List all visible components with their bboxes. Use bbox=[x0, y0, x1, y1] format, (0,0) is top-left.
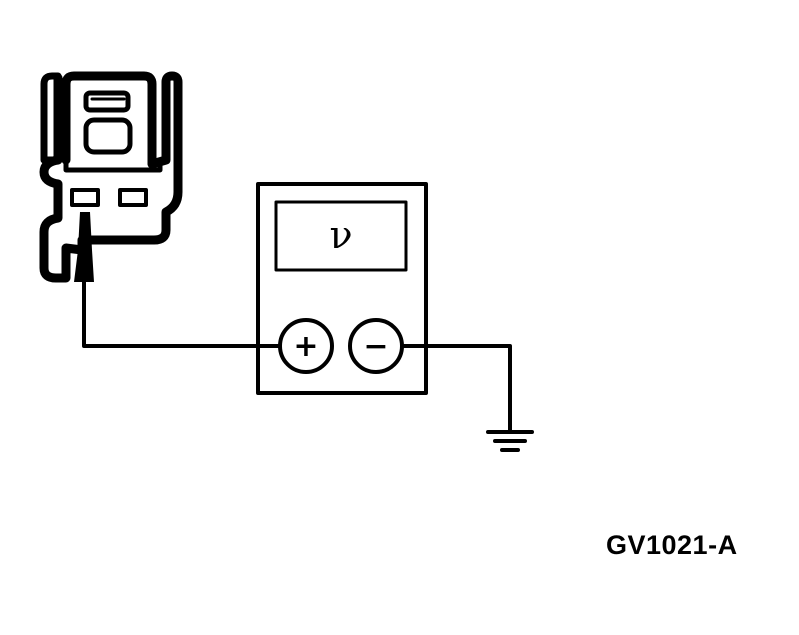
figure-id: GV1021-A bbox=[606, 530, 738, 560]
voltmeter-display-symbol: ν bbox=[329, 213, 352, 257]
negative-terminal-label: − bbox=[363, 329, 388, 364]
positive-terminal-label: + bbox=[293, 329, 318, 364]
voltmeter-body bbox=[256, 182, 428, 395]
positive-terminal bbox=[278, 318, 334, 374]
ground-icon bbox=[486, 430, 534, 452]
electrical-connector bbox=[39, 71, 183, 283]
positive-test-lead bbox=[82, 280, 282, 348]
voltmeter: ν + − bbox=[256, 182, 428, 395]
negative-test-lead bbox=[400, 344, 512, 434]
connector-terminal-cavity bbox=[118, 188, 148, 207]
connector-terminal-cavity bbox=[70, 188, 100, 207]
voltmeter-display bbox=[274, 200, 408, 272]
test-probe bbox=[74, 212, 94, 282]
